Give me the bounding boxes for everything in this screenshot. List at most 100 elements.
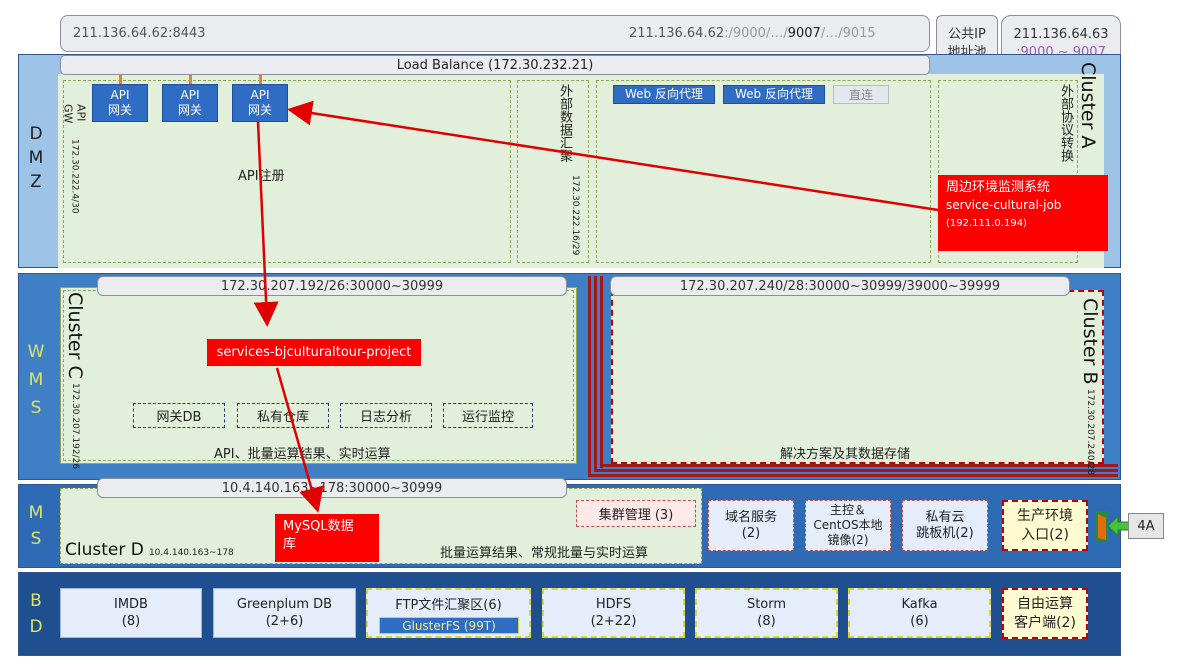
direct-label: 直连 <box>848 88 873 102</box>
bd-zone-letters: B D <box>22 588 50 640</box>
web-proxy-1-label: Web 反向代理 <box>625 87 703 101</box>
ext-protocol-label: 外部协议转换 <box>1058 84 1073 162</box>
store-hdfs-count: (2+22) <box>590 614 637 629</box>
entry-arrow-icon <box>1107 514 1131 538</box>
api-gateway-1-line2: 网关 <box>107 103 132 117</box>
wms-letter-s: S <box>30 398 42 418</box>
ip-mid-ports-3: /…/9015 <box>820 26 876 41</box>
wms-item-private-repo-label: 私有仓库 <box>256 410 309 425</box>
api-gateway-2-line1: API <box>180 88 200 102</box>
dmz-letter-z: Z <box>30 172 42 192</box>
cluster-c-range: 172.30.207.192/26:30000~30999 <box>220 278 444 294</box>
ms-service-master-line1: 主控＆ <box>829 503 866 517</box>
api-gateway-3[interactable]: API 网关 <box>232 84 288 122</box>
ext-data-label-group: 外部数据汇聚 <box>556 84 572 162</box>
gw-connector-1 <box>119 75 122 84</box>
glusterfs-label: GlusterFS (99T) <box>402 618 496 633</box>
free-client-box: 自由运算 客户端(2) <box>1002 588 1088 639</box>
ms-letter-m: M <box>28 503 44 523</box>
ms-zone-letters: M S <box>22 500 50 552</box>
prod-entry-box: 生产环境 入口(2) <box>1002 500 1088 551</box>
prod-entry-line2: 入口(2) <box>1021 526 1069 543</box>
door-icon <box>1096 511 1108 541</box>
store-imdb: IMDB (8) <box>60 588 202 638</box>
wms-item-gateway-db: 网关DB <box>133 403 225 428</box>
wms-item-ops-monitor-label: 运行监控 <box>461 410 514 425</box>
tag-4a-label: 4A <box>1137 518 1155 534</box>
gw-connector-3 <box>259 75 262 84</box>
cluster-b-range: 172.30.207.240/28:30000~30999/39000~3999… <box>679 278 1001 294</box>
store-ftp: FTP文件汇聚区(6) GlusterFS (99T) <box>366 588 531 638</box>
ip-right-address: 211.136.64.63 <box>1013 27 1109 42</box>
project-label: services-bjculturaltour-project <box>216 345 412 360</box>
wms-letter-m: M <box>28 370 44 390</box>
cluster-d-ip: 10.4.140.163~178 <box>148 548 234 558</box>
ms-service-dns: 域名服务 (2) <box>708 500 794 551</box>
ip-pool-label-1: 公共IP <box>948 27 986 42</box>
api-gw-ip: 172.30.222.4/30 <box>69 139 80 214</box>
api-gw-label: API GW <box>61 104 88 124</box>
gw-connector-2 <box>189 75 192 84</box>
direct-button[interactable]: 直连 <box>833 85 889 104</box>
cluster-d-range: 10.4.140.163~178:30000~30999 <box>221 480 443 496</box>
ext-data-label: 外部数据汇聚 <box>557 84 572 162</box>
cluster-c-range-bar: 172.30.207.192/26:30000~30999 <box>97 276 567 296</box>
ip-mid-ports-1: :/9000/…/ <box>724 26 788 41</box>
cluster-b-range-bar: 172.30.207.240/28:30000~30999/39000~3999… <box>610 276 1070 296</box>
ms-service-master-line2: CentOS本地 <box>813 518 883 532</box>
ms-service-jump-line1: 私有云 <box>925 509 965 525</box>
web-proxy-1[interactable]: Web 反向代理 <box>613 85 715 104</box>
store-greenplum-name: Greenplum DB <box>236 597 333 612</box>
mysql-label-1: MySQL数据 <box>283 519 354 534</box>
free-client-line1: 自由运算 <box>1017 595 1073 612</box>
load-balance-label: Load Balance (172.30.232.21) <box>396 57 594 73</box>
store-greenplum: Greenplum DB (2+6) <box>213 588 356 638</box>
cluster-c-label: Cluster C <box>64 292 86 379</box>
wms-item-ops-monitor: 运行监控 <box>443 403 533 428</box>
dmz-letter-d: D <box>29 124 43 144</box>
ip-left-port: :8443 <box>168 26 206 41</box>
cluster-mgmt-label: 集群管理 (3) <box>598 508 674 523</box>
mysql-label-2: 库 <box>283 537 297 552</box>
store-kafka-name: Kafka <box>901 597 938 612</box>
api-gw-label-group: API GW 172.30.222.4/30 <box>62 104 88 214</box>
ext-protocol-zone <box>938 80 1078 263</box>
api-gateway-2[interactable]: API 网关 <box>162 84 218 122</box>
tag-4a: 4A <box>1128 513 1164 539</box>
cluster-d-caption: 批量运算结果、常规批量与实时运算 <box>440 546 649 561</box>
cluster-b-ip: 172.30.207.240/28 <box>1085 388 1095 475</box>
cluster-a-label-group: Cluster A <box>1077 62 1099 152</box>
wms-red-line-v2 <box>594 276 597 472</box>
ip-mid-ports-2: 9007 <box>787 26 821 41</box>
wms-zone-letters: W M S <box>22 338 50 422</box>
ms-letter-s: S <box>30 529 42 549</box>
cluster-mgmt-box: 集群管理 (3) <box>576 500 696 527</box>
cluster-b-area <box>611 290 1104 464</box>
store-ftp-name: FTP文件汇聚区(6) <box>395 598 502 613</box>
cluster-c-ip: 172.30.207.192/26 <box>70 382 80 469</box>
cluster-c-caption: API、批量运算结果、实时运算 <box>214 447 391 462</box>
ip-mid-address: 211.136.64.62 <box>629 26 725 41</box>
api-gateway-1[interactable]: API 网关 <box>92 84 148 122</box>
web-proxy-2[interactable]: Web 反向代理 <box>723 85 825 104</box>
env-monitor-ip: (192.111.0.194) <box>946 218 1027 229</box>
web-proxy-zone <box>596 80 931 263</box>
cluster-a-label: Cluster A <box>1077 62 1099 149</box>
wms-red-line-h1 <box>588 474 1118 477</box>
store-storm-name: Storm <box>746 597 787 612</box>
glusterfs-box: GlusterFS (99T) <box>379 617 519 634</box>
store-storm: Storm (8) <box>695 588 838 638</box>
public-ip-mid: 211.136.64.62:/9000/…/9007/…/9015 <box>629 26 876 41</box>
api-gateway-3-line2: 网关 <box>247 103 272 117</box>
cluster-b-label-group: Cluster B 172.30.207.240/28 <box>1079 298 1101 475</box>
env-monitor-title: 周边环境监测系统 <box>946 180 1051 195</box>
dmz-letter-m: M <box>28 148 44 168</box>
api-gateway-2-line2: 网关 <box>177 103 202 117</box>
bd-letter-b: B <box>30 591 42 611</box>
public-ip-left: 211.136.64.62:8443 <box>73 26 206 41</box>
cluster-c-dashed <box>63 290 574 461</box>
wms-letter-w: W <box>27 342 45 362</box>
api-gateway-3-line1: API <box>250 88 270 102</box>
ext-protocol-label-group: 外部协议转换 <box>1057 84 1073 166</box>
ext-data-ip-group: 172.30.222.16/29 <box>570 175 580 259</box>
